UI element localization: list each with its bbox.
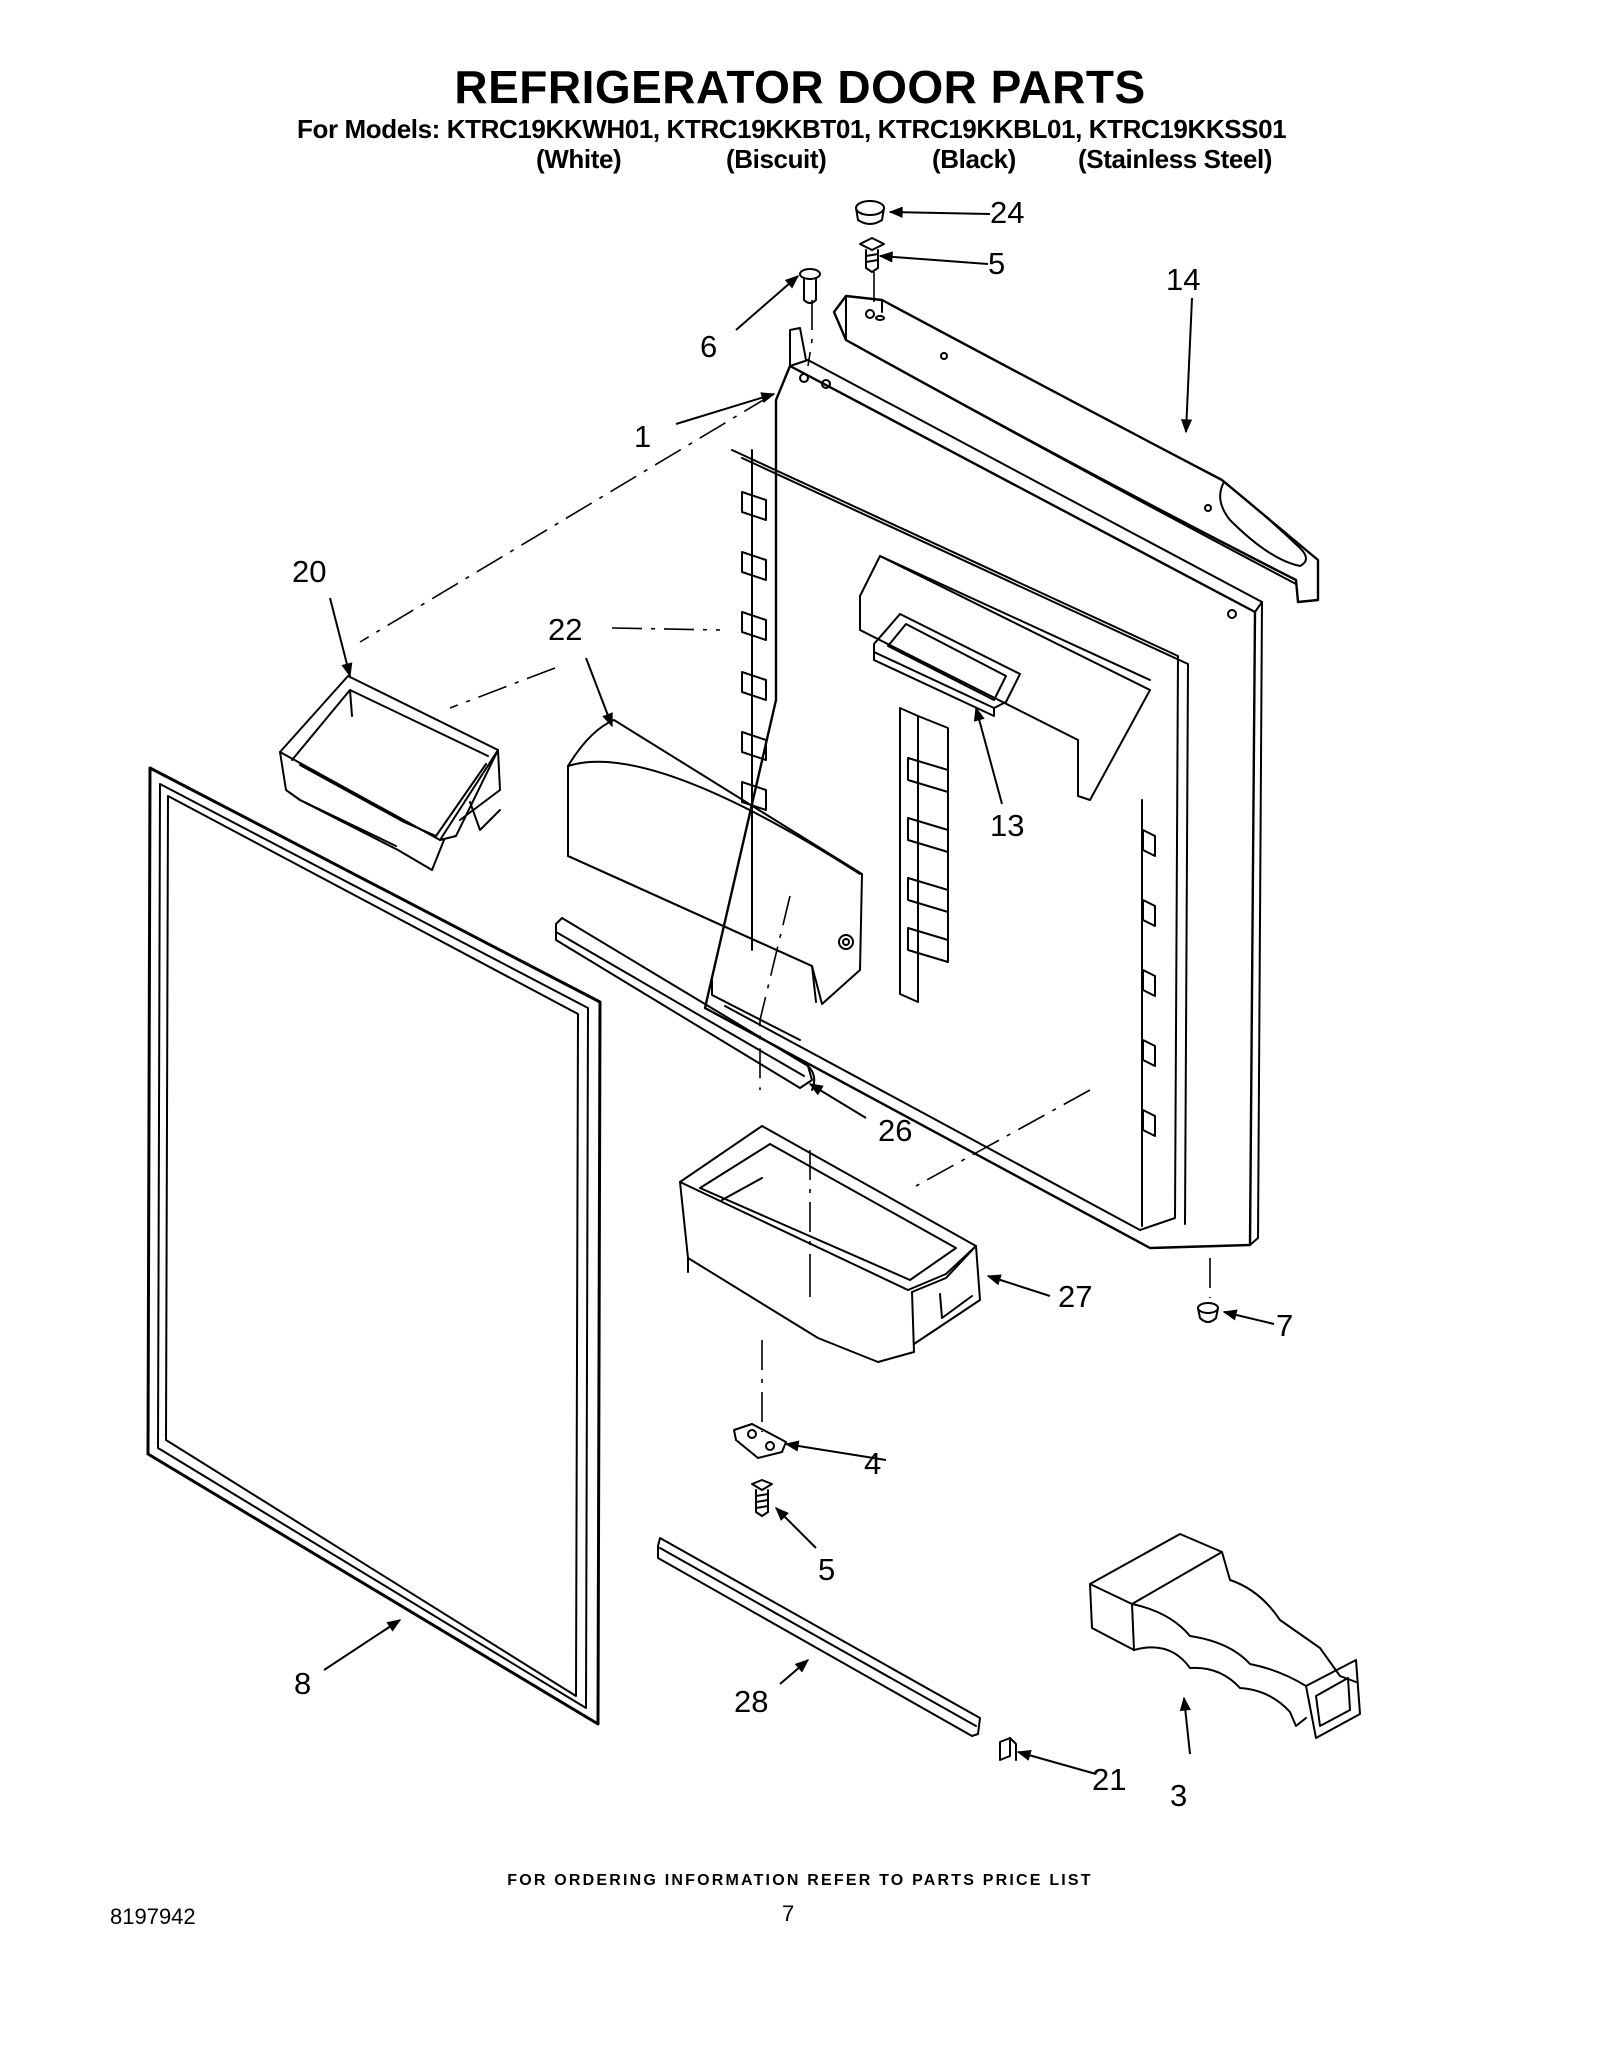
callout-3: 3 <box>1170 1778 1187 1813</box>
callout-20: 20 <box>292 554 326 589</box>
egg-rack-part <box>1089 1533 1361 1739</box>
callout-14: 14 <box>1166 262 1200 297</box>
finish-white: (White) <box>536 144 622 174</box>
callout-5-top: 5 <box>988 246 1005 281</box>
bottom-trim-strip-part <box>657 1537 981 1737</box>
small-door-bin-part <box>279 675 501 871</box>
alignment-lines <box>359 272 1211 1432</box>
hinge-bracket-part <box>733 1423 787 1459</box>
door-gasket-part <box>146 766 602 1726</box>
clip-part <box>999 1737 1017 1761</box>
finish-black: (Black) <box>932 144 1016 174</box>
plug-button-part <box>855 200 885 225</box>
lower-screw-part <box>751 1479 773 1517</box>
callout-13: 13 <box>990 808 1024 843</box>
top-screw-part <box>859 237 885 321</box>
callout-26: 26 <box>878 1113 912 1148</box>
ordering-info-note: FOR ORDERING INFORMATION REFER TO PARTS … <box>507 1872 1093 1889</box>
leader-arrows <box>323 206 1275 1775</box>
page-number: 7 <box>782 1901 795 1926</box>
callout-6: 6 <box>700 329 717 364</box>
door-liner-part <box>703 327 1263 1250</box>
models-line: For Models: KTRC19KKWH01, KTRC19KKBT01, … <box>297 114 1287 144</box>
callout-4: 4 <box>864 1446 881 1481</box>
callout-5-lower: 5 <box>818 1552 835 1587</box>
callout-24: 24 <box>990 195 1024 230</box>
utility-tray-part <box>873 613 1021 717</box>
callout-1: 1 <box>634 419 651 454</box>
callout-8: 8 <box>294 1666 311 1701</box>
document-number: 8197942 <box>110 1904 196 1929</box>
callout-21: 21 <box>1092 1762 1126 1797</box>
top-trim-cap-part <box>832 294 1320 604</box>
bushing-part <box>1197 1302 1219 1323</box>
large-door-bin-part <box>679 1125 981 1363</box>
cover-trim-rail-part <box>555 917 816 1091</box>
callout-7: 7 <box>1276 1308 1293 1343</box>
hinge-pin-part <box>799 268 821 304</box>
callout-22: 22 <box>548 612 582 647</box>
callout-28: 28 <box>734 1684 768 1719</box>
finish-biscuit: (Biscuit) <box>726 144 827 174</box>
callout-27: 27 <box>1058 1279 1092 1314</box>
finish-stainless-steel: (Stainless Steel) <box>1078 144 1273 174</box>
page-title: REFRIGERATOR DOOR PARTS <box>454 61 1146 113</box>
